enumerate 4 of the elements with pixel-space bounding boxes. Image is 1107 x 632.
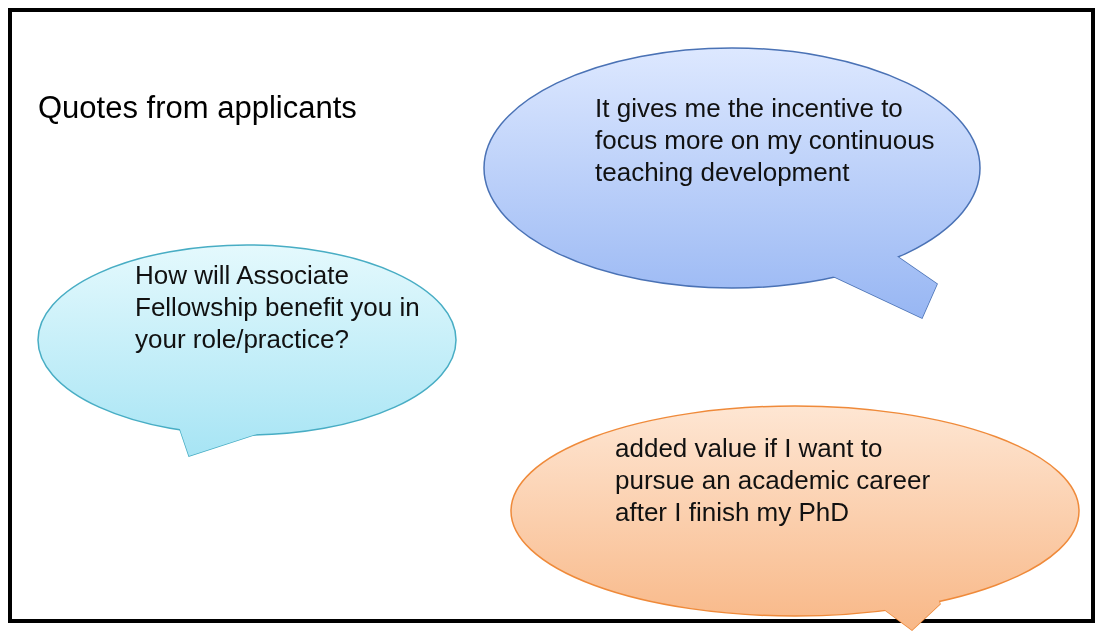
title: Quotes from applicants — [38, 90, 357, 126]
quote-text: How will Associate Fellowship benefit you in your role/practice? — [135, 259, 421, 355]
quote-text: added value if I want to pursue an academic career after I finish my PhD — [615, 432, 932, 528]
quote-text: It gives me the incentive to focus more on my continuous teaching development — [595, 92, 936, 188]
